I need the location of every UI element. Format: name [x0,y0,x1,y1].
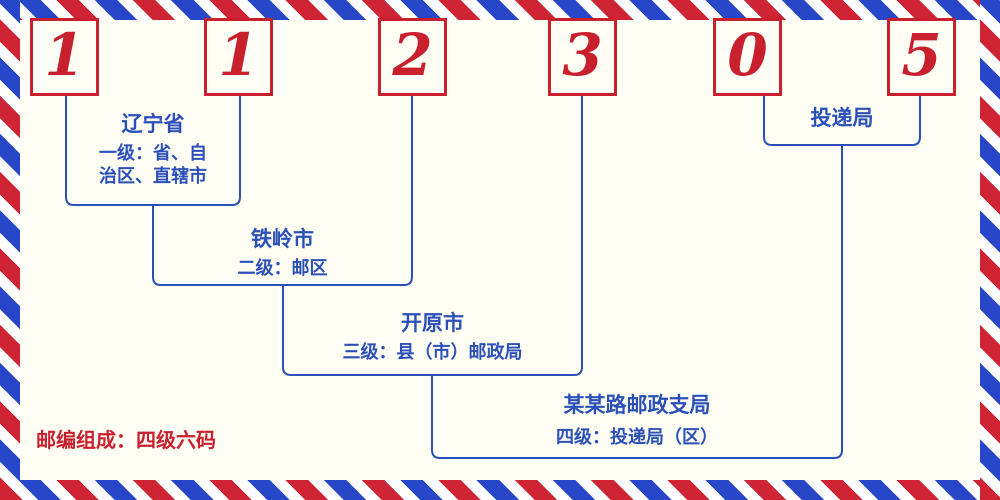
delivery-office-name: 投递局 [810,107,874,130]
level2-region-name: 铁岭市 [251,228,314,251]
label-level4: 某某路邮政支局 四级：投递局（区） [432,393,842,449]
label-level2: 铁岭市 二级：邮区 [153,227,412,280]
digit-box-6: 5 [887,18,956,96]
label-level1: 辽宁省 一级：省、自 治区、直辖市 [66,112,240,188]
level2-description: 二级：邮区 [237,258,328,278]
digit-5: 0 [727,21,768,89]
composition-note: 邮编组成：四级六码 [36,430,216,452]
label-delivery-office: 投递局 [764,106,920,132]
level1-region-name: 辽宁省 [121,113,185,136]
digit-6: 5 [901,21,942,89]
digit-2: 1 [218,21,259,89]
airmail-border-left [0,0,20,500]
level1-description: 一级：省、自 治区、直辖市 [99,143,207,186]
airmail-border-bottom [0,480,1000,500]
airmail-border-top [0,0,1000,20]
airmail-border-right [980,0,1000,500]
digit-box-1: 1 [30,18,99,96]
level3-region-name: 开原市 [401,312,464,335]
digit-box-2: 1 [204,18,273,96]
level4-region-name: 某某路邮政支局 [563,394,711,417]
level3-description: 三级：县（市）邮政局 [342,342,523,362]
digit-4: 3 [562,21,603,89]
digit-3: 2 [392,21,433,89]
label-level3: 开原市 三级：县（市）邮政局 [283,311,582,364]
digit-box-5: 0 [713,18,782,96]
level4-description: 四级：投递局（区） [556,427,718,447]
digit-box-4: 3 [548,18,617,96]
digit-1: 1 [44,21,85,89]
digit-box-3: 2 [378,18,447,96]
